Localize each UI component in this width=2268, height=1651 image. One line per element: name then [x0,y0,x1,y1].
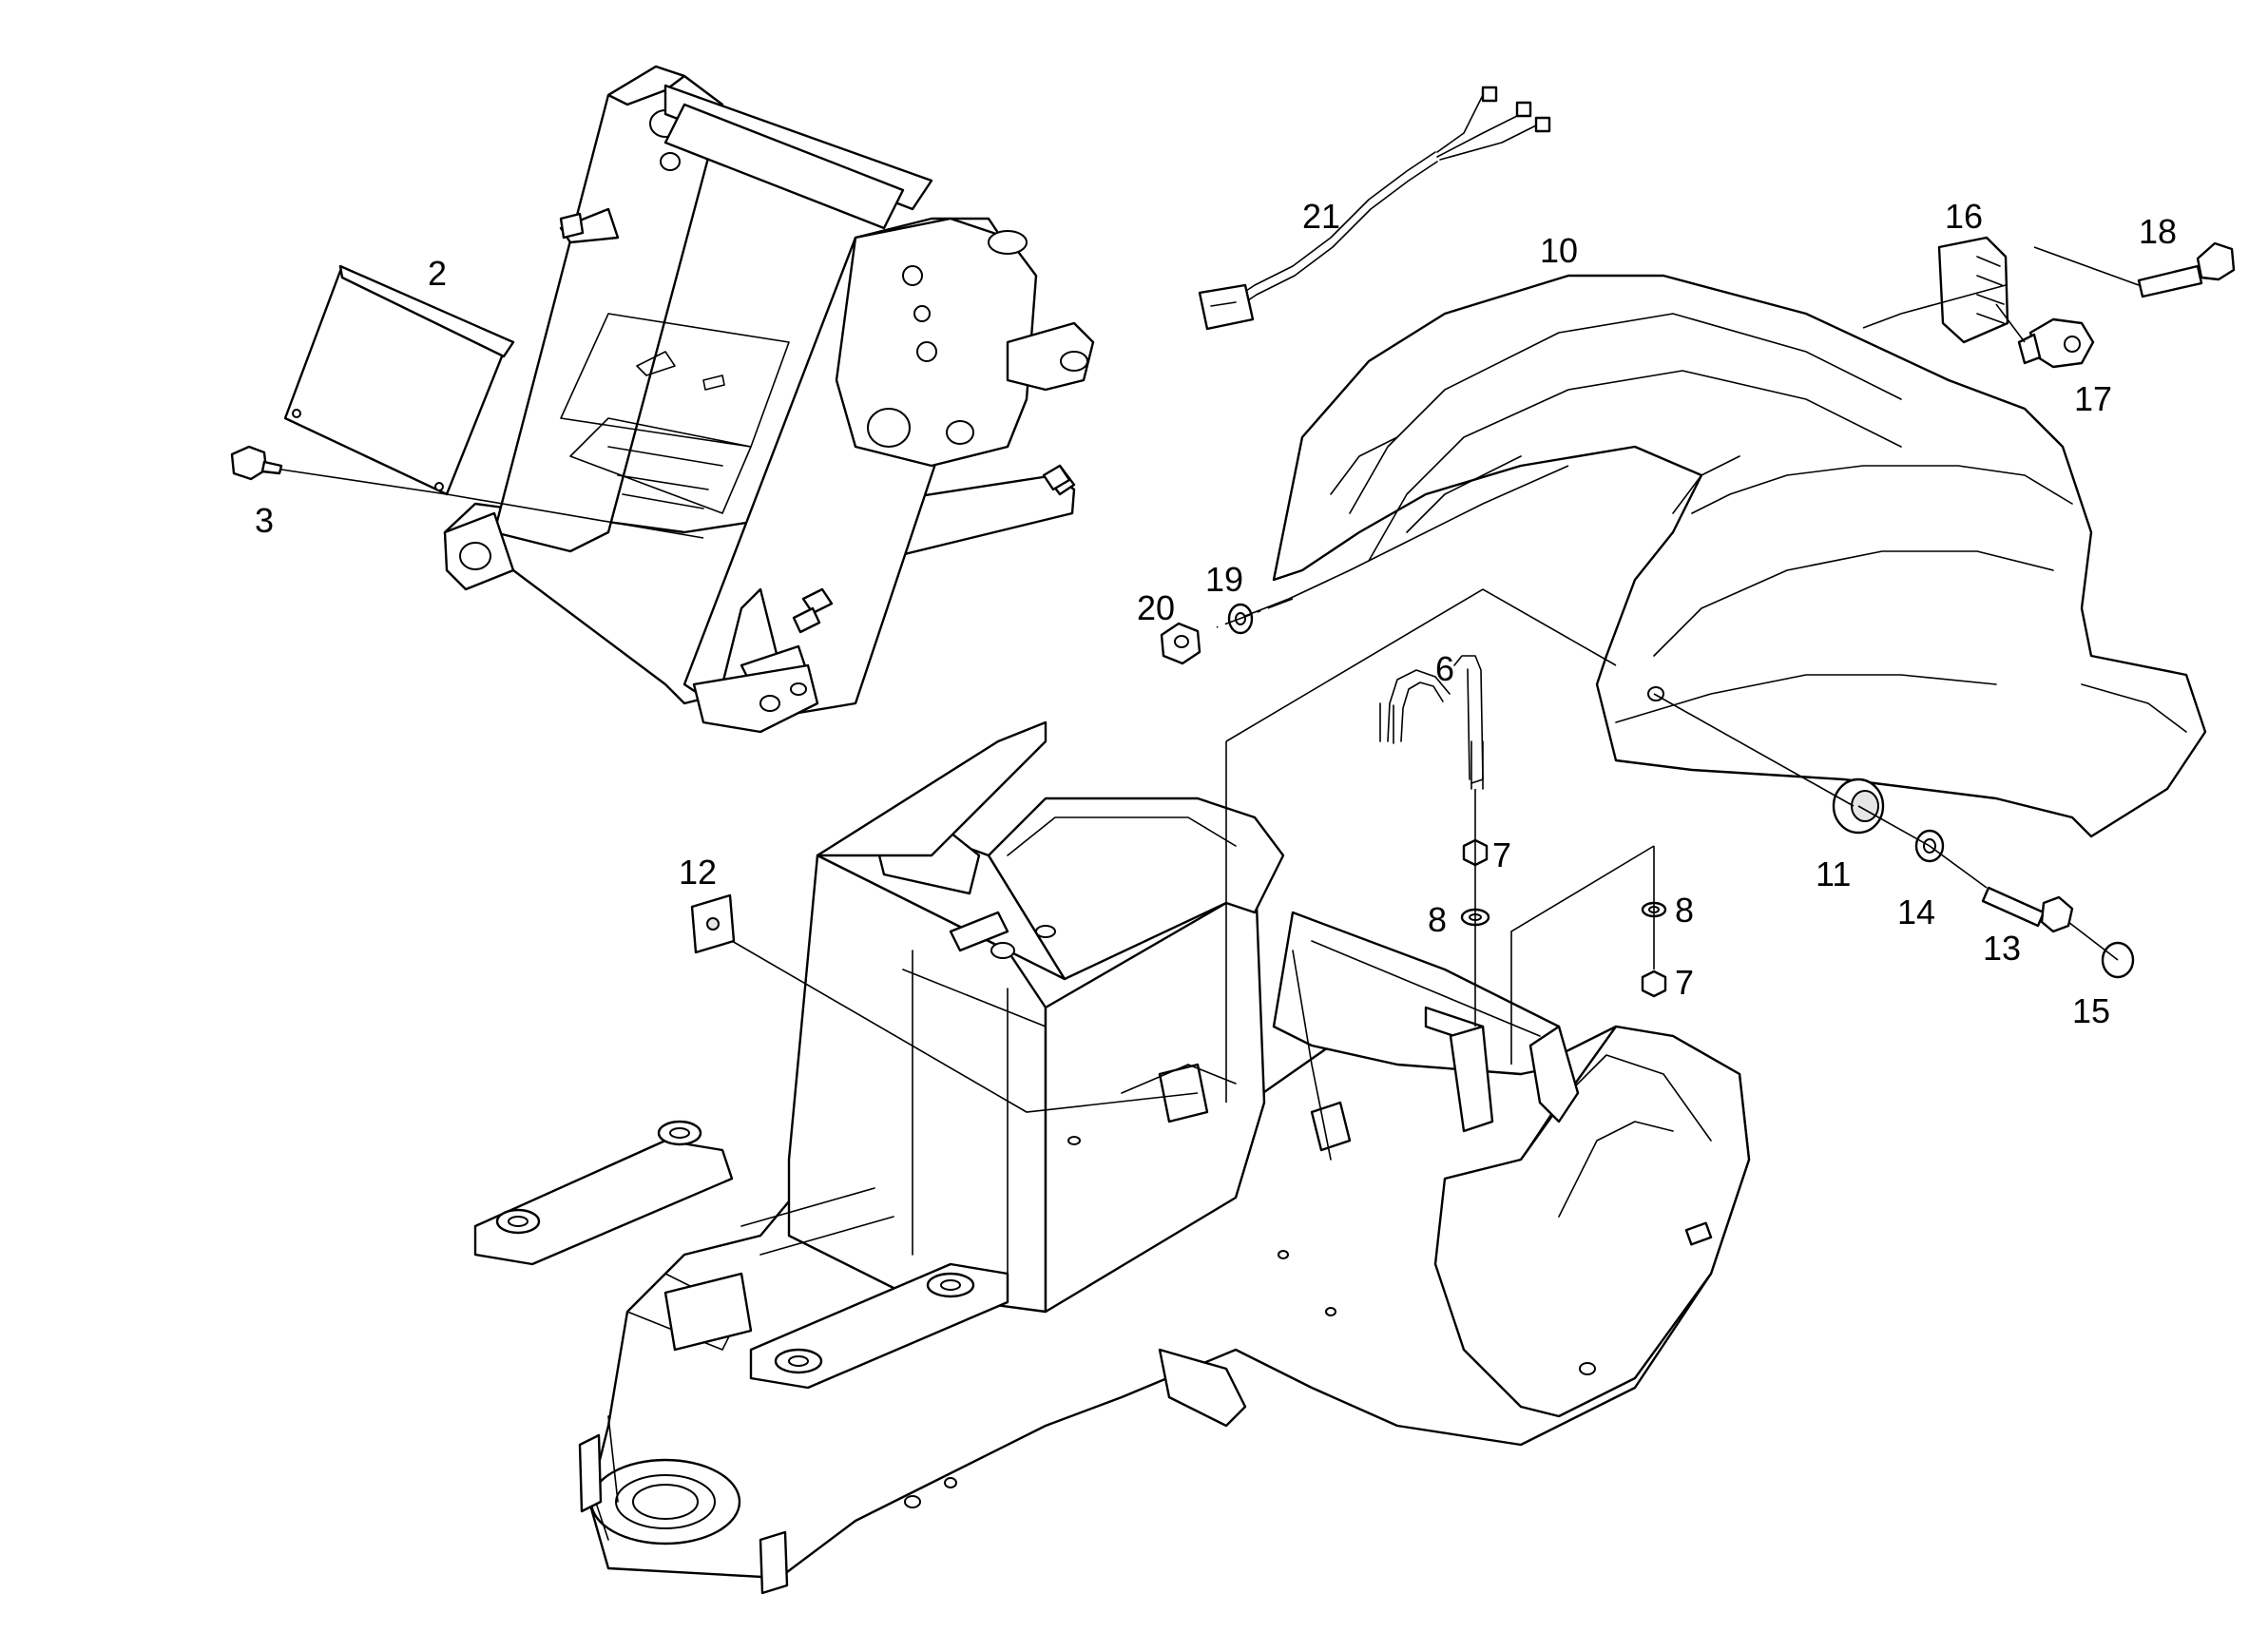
callout-10: 10 [1540,231,1578,270]
callout-6: 6 [1435,649,1454,688]
nut-icon [1160,622,1201,665]
leader-lines [280,246,2140,1113]
bolt-part-13 [1981,886,2074,933]
bolt-icon [230,445,283,481]
callout-11: 11 [1816,854,1851,893]
callout-2: 2 [428,254,447,293]
callout-14: 14 [1897,893,1935,931]
callout-17: 17 [2074,379,2112,418]
callout-15: 15 [2072,991,2110,1030]
callout-21: 21 [1302,197,1340,236]
callout-19: 19 [1205,560,1243,599]
main-chassis [473,720,1751,1595]
lamp-icon [1937,236,2009,344]
pad-part-12 [690,893,736,954]
callout-8-right: 8 [1675,891,1694,930]
callout-7-lower: 7 [1675,963,1694,1002]
callout-8-left: 8 [1428,900,1447,939]
loader-tower-frame [443,65,1095,734]
callout-labels: 2 3 21 10 16 18 17 19 20 6 7 8 8 7 12 11… [255,197,2177,1030]
cover-plate-part-2 [283,264,515,496]
callout-12: 12 [679,853,717,892]
callout-20: 20 [1137,588,1175,627]
callout-16: 16 [1945,197,1983,236]
fender-part-10 [1272,274,2207,838]
callout-3: 3 [255,501,274,540]
bulb-icon [2017,317,2095,369]
u-bolt-part-6 [1379,655,1484,790]
callout-13: 13 [1983,929,2021,968]
cable-harness-icon [1198,86,1551,331]
screw-part-18 [2137,241,2236,298]
callout-18: 18 [2139,212,2177,251]
callout-7-upper: 7 [1492,835,1511,874]
nut-icon [1641,969,1667,998]
